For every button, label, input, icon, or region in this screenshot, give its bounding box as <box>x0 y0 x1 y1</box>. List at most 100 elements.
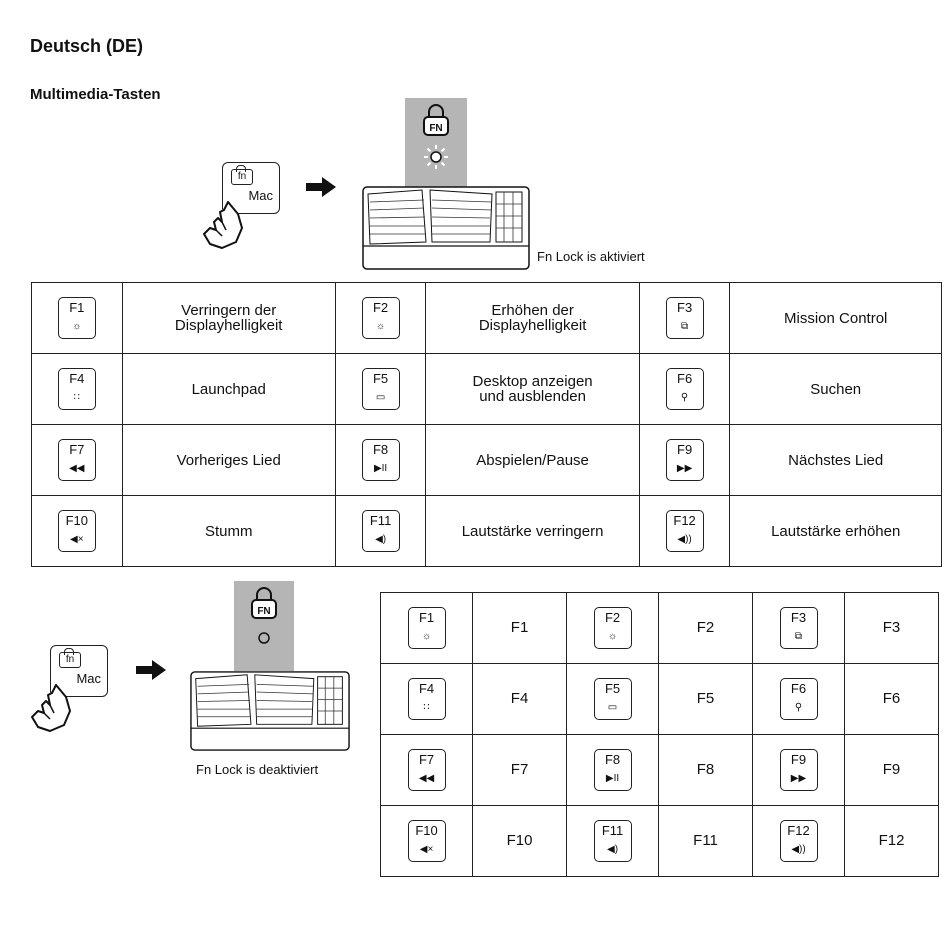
keycap-f1: F1 ☼ <box>407 607 446 649</box>
pointing-hand-icon <box>203 201 243 249</box>
keycap-f9: F9▶▶ <box>779 749 818 791</box>
description-text: F11 <box>693 832 718 849</box>
fn-lock-label-2: FN <box>257 606 271 617</box>
fn-lock-off-caption: Fn Lock is deaktiviert <box>196 762 319 777</box>
arrow-right-icon-2 <box>136 660 166 680</box>
description-text: F1 <box>510 619 529 636</box>
description-line: Verringern der <box>181 302 277 319</box>
keyboard-illustration-off <box>190 671 350 751</box>
description-line: Desktop anzeigen <box>472 373 593 390</box>
key-cell: F8 ▶II <box>565 734 660 806</box>
key-label: F2 <box>604 610 621 625</box>
description-line: Suchen <box>810 380 862 398</box>
fn-lock-on-caption: Fn Lock is aktiviert <box>537 249 645 264</box>
description-cell: Suchen <box>729 353 942 425</box>
keycap-f8: F8 ▶II <box>593 749 632 791</box>
launchpad-icon: ∷ <box>73 392 80 403</box>
description-cell: Lautstärke verringern <box>425 495 640 567</box>
table-row: F7◀◀ F7 F8 ▶II F8 F9▶▶ F9 <box>379 734 939 806</box>
keycap-f9: F9▶▶ <box>665 439 704 481</box>
key-cell: F1 ☼ <box>379 592 474 664</box>
key-label: F2 <box>372 300 389 315</box>
key-label: F5 <box>604 681 621 696</box>
description-line: Nächstes Lied <box>788 451 884 469</box>
description-cell: F6 <box>844 663 939 735</box>
key-label: F10 <box>65 513 88 528</box>
page-title: Deutsch (DE) <box>30 36 144 56</box>
play-pause-icon: ▶II <box>605 773 620 784</box>
desktop-icon: ▭ <box>375 392 386 403</box>
key-cell: F2☼ <box>565 592 660 664</box>
description-line: Launchpad <box>191 380 266 398</box>
keycap-f10: F10 ◀× <box>57 510 96 552</box>
key-label: F3 <box>677 300 693 315</box>
description-cell: Abspielen/Pause <box>425 424 640 496</box>
key-label: F11 <box>369 513 392 528</box>
key-label: F11 <box>601 823 624 838</box>
description-text: F3 <box>882 619 901 636</box>
key-label: F5 <box>372 371 389 386</box>
key-cell: F12◀)) <box>751 805 846 877</box>
keycap-f6: F6⚲ <box>779 678 818 720</box>
mute-icon: ◀× <box>70 534 84 545</box>
keycap-f8: F8 ▶II <box>361 439 400 481</box>
keycap-f12: F12◀)) <box>779 820 818 862</box>
keycap-f4: F4∷ <box>407 678 446 720</box>
keyboard-illustration-on <box>362 186 530 270</box>
key-cell: F4∷ <box>379 663 474 735</box>
keycap-f4: F4∷ <box>57 368 96 410</box>
key-label: F4 <box>418 681 435 696</box>
description-line: Lautstärke verringern <box>461 522 604 540</box>
key-label: F3 <box>790 610 807 625</box>
description-line: Displayhelligkeit <box>478 317 587 334</box>
arrow-right-icon <box>306 177 336 197</box>
description-text: F9 <box>882 761 901 778</box>
key-cell: F10 ◀× <box>31 495 123 567</box>
key-cell: F5▭ <box>565 663 660 735</box>
description-line: Lautstärke erhöhen <box>771 522 901 540</box>
keycap-f7: F7◀◀ <box>407 749 446 791</box>
mission-control-icon: ⧉ <box>681 321 689 332</box>
keycap-f11: F11 ◀) <box>361 510 400 552</box>
key-label: F1 <box>418 610 435 625</box>
key-label: F8 <box>372 442 389 457</box>
key-cell: F8 ▶II <box>334 424 427 496</box>
section-title: Multimedia-Tasten <box>30 86 161 103</box>
description-cell: F8 <box>658 734 753 806</box>
mute-icon: ◀× <box>419 844 434 855</box>
description-text: F12 <box>878 832 905 849</box>
fn-lock-indicator-on: FN <box>405 98 467 190</box>
key-label: F1 <box>69 300 85 315</box>
play-pause-icon: ▶II <box>373 463 388 474</box>
description-cell: Stumm <box>121 495 336 567</box>
description-line: Mission Control <box>784 309 888 327</box>
description-text: F7 <box>510 761 529 778</box>
key-label: F10 <box>415 823 438 838</box>
keycap-f2: F2☼ <box>593 607 632 649</box>
brightness-down-icon: ☼ <box>421 631 432 642</box>
description-text: F5 <box>696 690 715 707</box>
key-label: F9 <box>677 442 693 457</box>
key-label: F8 <box>604 752 621 767</box>
description-cell: F1 <box>472 592 567 664</box>
search-icon: ⚲ <box>680 392 689 403</box>
description-text: F8 <box>696 761 715 778</box>
key-cell: F4∷ <box>31 353 123 425</box>
description-cell: Launchpad <box>121 353 336 425</box>
key-label: F6 <box>790 681 807 696</box>
description-cell: F5 <box>658 663 753 735</box>
description-cell: F12 <box>844 805 939 877</box>
volume-down-icon: ◀) <box>375 534 387 545</box>
keycap-f7: F7◀◀ <box>57 439 96 481</box>
previous-track-icon: ◀◀ <box>418 773 435 784</box>
mac-label-2: Mac <box>76 671 101 686</box>
